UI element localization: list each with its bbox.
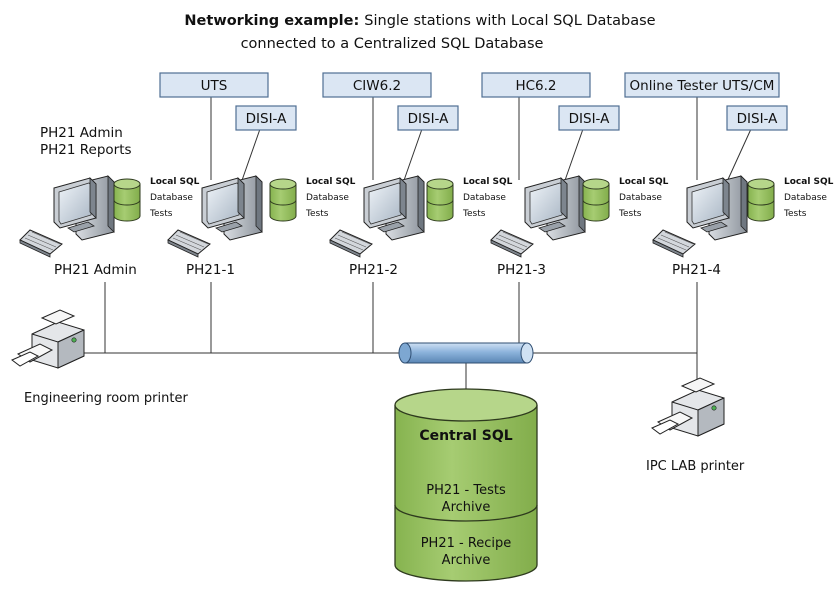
central-tests-line1: PH21 - Tests [426, 483, 506, 498]
station-ph21-4: Online Tester UTS/CM DISI-A Local SQL Datab… [624, 72, 834, 278]
local-db-icon [426, 178, 454, 222]
station-disi-label: DISI-A [737, 111, 779, 127]
central-sql-title: Central SQL [419, 428, 512, 444]
admin-role-2: PH21 Reports [40, 142, 132, 158]
admin-db-label-3: Tests [149, 209, 173, 219]
network-hub-pipe [398, 342, 534, 364]
diagram-subtitle: connected to a Centralized SQL Database [241, 36, 544, 52]
title-rest: Single stations with Local SQL Database [364, 13, 655, 29]
admin-db-label-2: Database [150, 193, 193, 203]
admin-station: PH21 Admin PH21 Reports Local SQL Databa… [19, 125, 200, 278]
station-app-label: Online Tester UTS/CM [630, 78, 775, 94]
station-name: PH21-2 [349, 262, 398, 278]
local-db-label-2: Database [784, 193, 827, 203]
station-app-label: UTS [201, 78, 228, 94]
station-app-label: HC6.2 [515, 78, 556, 94]
ipc-lab-printer-icon [651, 377, 725, 437]
central-tests-line2: Archive [442, 500, 491, 515]
central-recipe-line2: Archive [442, 553, 491, 568]
station-disi-box [397, 105, 459, 131]
local-db-label-2: Database [619, 193, 662, 203]
local-db-label-1: Local SQL [463, 177, 513, 187]
workstation-icon [167, 175, 263, 258]
local-db-label-1: Local SQL [619, 177, 669, 187]
ipc-lab-printer-label: IPC LAB printer [646, 459, 745, 474]
admin-station-name: PH21 Admin [54, 262, 137, 278]
engineering-printer-label: Engineering room printer [24, 391, 188, 406]
station-disi-link [724, 128, 752, 187]
local-db-label-1: Local SQL [306, 177, 356, 187]
local-db-icon [747, 178, 775, 222]
station-disi-box [235, 105, 297, 131]
workstation-icon [329, 175, 425, 258]
admin-local-db-icon [113, 178, 141, 222]
central-sql-database: Central SQL PH21 - Tests Archive PH21 - … [394, 388, 538, 582]
station-disi-link [562, 128, 584, 187]
station-disi-box [558, 105, 620, 131]
station-disi-link [239, 128, 261, 187]
diagram-title: Networking example: Single stations with … [184, 13, 655, 29]
title-bold: Networking example: [184, 13, 359, 29]
station-app-box [322, 72, 432, 98]
station-disi-label: DISI-A [569, 111, 611, 127]
station-app-box [624, 72, 780, 98]
station-app-label: CIW6.2 [353, 78, 401, 94]
admin-db-label-1: Local SQL [150, 177, 200, 187]
local-db-label-3: Tests [783, 209, 807, 219]
local-db-label-3: Tests [618, 209, 642, 219]
engineering-printer-icon [11, 309, 85, 369]
local-db-label-3: Tests [462, 209, 486, 219]
local-db-label-1: Local SQL [784, 177, 834, 187]
station-name: PH21-4 [672, 262, 721, 278]
local-db-label-2: Database [306, 193, 349, 203]
workstation-icon [490, 175, 586, 258]
local-db-icon [582, 178, 610, 222]
station-app-box [159, 72, 269, 98]
station-disi-link [401, 128, 423, 187]
local-db-icon [269, 178, 297, 222]
station-name: PH21-3 [497, 262, 546, 278]
admin-workstation-icon [19, 175, 115, 258]
station-disi-box [726, 105, 788, 131]
local-db-label-2: Database [463, 193, 506, 203]
station-name: PH21-1 [186, 262, 235, 278]
local-db-label-3: Tests [305, 209, 329, 219]
station-disi-label: DISI-A [408, 111, 450, 127]
admin-role-1: PH21 Admin [40, 125, 123, 141]
station-disi-label: DISI-A [246, 111, 288, 127]
workstation-icon [652, 175, 748, 258]
central-recipe-line1: PH21 - Recipe [421, 536, 512, 551]
station-app-box [481, 72, 591, 98]
